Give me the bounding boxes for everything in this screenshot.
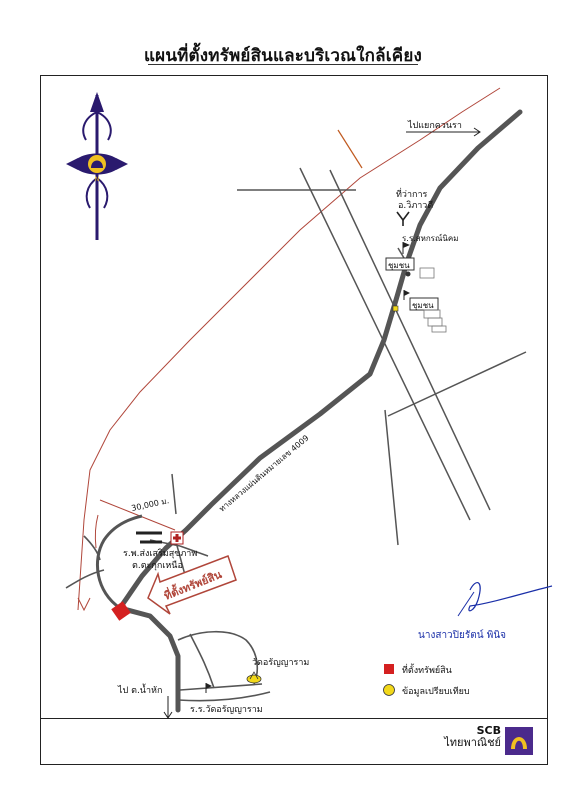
label-community-lower: ชุมชน [412,301,434,310]
legend-comparable-swatch [383,684,395,696]
town-dot [405,271,411,277]
property-arrow [147,555,237,615]
label-school-cooperative: ร.ร.สหกรณ์นิคม [402,233,459,243]
label-distance: 30,000 ม. [131,496,170,513]
boundary-line [77,87,501,611]
property-marker [111,601,131,621]
label-school-temple: ร.ร.วัดอรัญญาราม [190,705,263,715]
main-highway [117,109,523,713]
temple-icon [246,671,262,684]
label-temple: วัดอรัญญาราม [252,658,309,668]
label-hospital-2: ต.ตะกุกเหนือ [132,560,183,571]
distance-line [99,499,176,531]
label-road-name: ทางหลวงแผ่นดินหมายเลข 4009 [218,433,311,513]
local-road-grid [149,167,527,587]
compass-icon: N [66,92,128,240]
label-district-office: ที่ว่าการ [396,187,428,200]
label-hospital: ร.พ.ส่งเสริมสุขภาพ [123,548,197,559]
temple-road [177,630,259,685]
legend-property-swatch [384,664,394,674]
footer-box: SCB ไทยพาณิชย์ [40,719,548,765]
direction-arrows [163,127,481,719]
hospital-buildings [136,531,162,544]
signature-mark [468,582,553,612]
legend-comparable-label: ข้อมูลเปรียบเทียบ [402,686,470,697]
legend-property-label: ที่ตั้งทรัพย์สิน [402,663,452,676]
brand-name: ไทยพาณิชย์ [444,736,501,749]
map-title: แผนที่ตั้งทรัพย์สินและบริเวณใกล้เคียง [144,46,422,66]
district-office-icon [396,211,410,226]
brand-code: SCB [476,724,501,737]
west-loop-road [96,514,143,610]
compass-mark: N [95,176,100,183]
hospital-icon [170,531,184,545]
title-underline [148,64,418,65]
community-box-upper [385,257,415,271]
boundary-spur [337,129,363,169]
signer-name: นางสาวปิยรัตน์ พินิจ [418,630,507,641]
map-frame [40,75,548,719]
label-to-namhak: ไป ต.น้ำหัก [117,683,162,696]
comparable-marker-town [392,305,399,312]
label-to-krabi: ไปแยกควนรา [407,120,462,131]
label-district-office-2: อ.วิภาวดี [398,200,433,211]
label-community-upper: ชุมชน [388,261,410,270]
brand-block: SCB ไทยพาณิชย์ [444,725,501,749]
building-blocks [419,267,447,333]
school-flag-icon [205,242,410,693]
scb-logo-icon [505,727,533,755]
legend: ที่ตั้งทรัพย์สิน ข้อมูลเปรียบเทียบ [383,663,470,697]
